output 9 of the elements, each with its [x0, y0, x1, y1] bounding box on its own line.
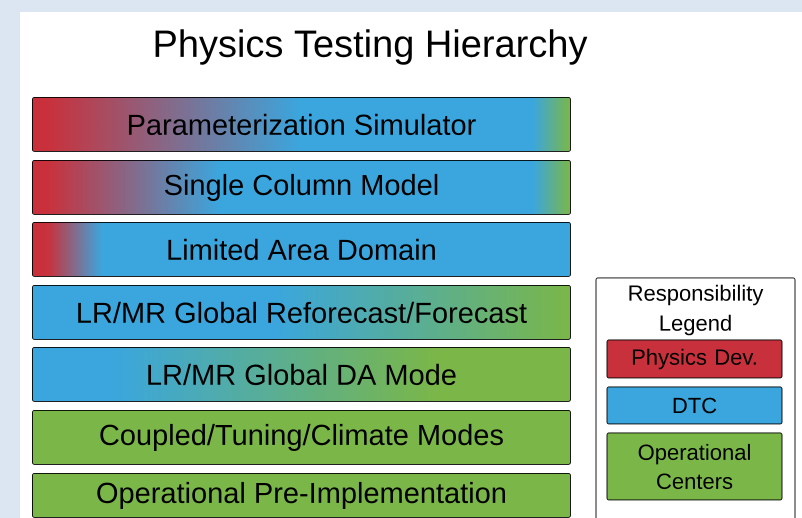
level-bar: Single Column Model [32, 160, 571, 215]
level-bar: Coupled/Tuning/Climate Modes [32, 410, 571, 465]
level-bar: LR/MR Global Reforecast/Forecast [32, 284, 571, 340]
level-bar: Operational Pre-Implementation [32, 472, 571, 518]
level-bar: Parameterization Simulator [32, 96, 571, 152]
level-bar: LR/MR Global DA Mode [32, 346, 571, 402]
title: Physics Testing Hierarchy [156, 29, 588, 65]
level-bar: Limited Area Domain [32, 222, 571, 277]
legend-heading: Responsibility Legend [629, 284, 764, 336]
